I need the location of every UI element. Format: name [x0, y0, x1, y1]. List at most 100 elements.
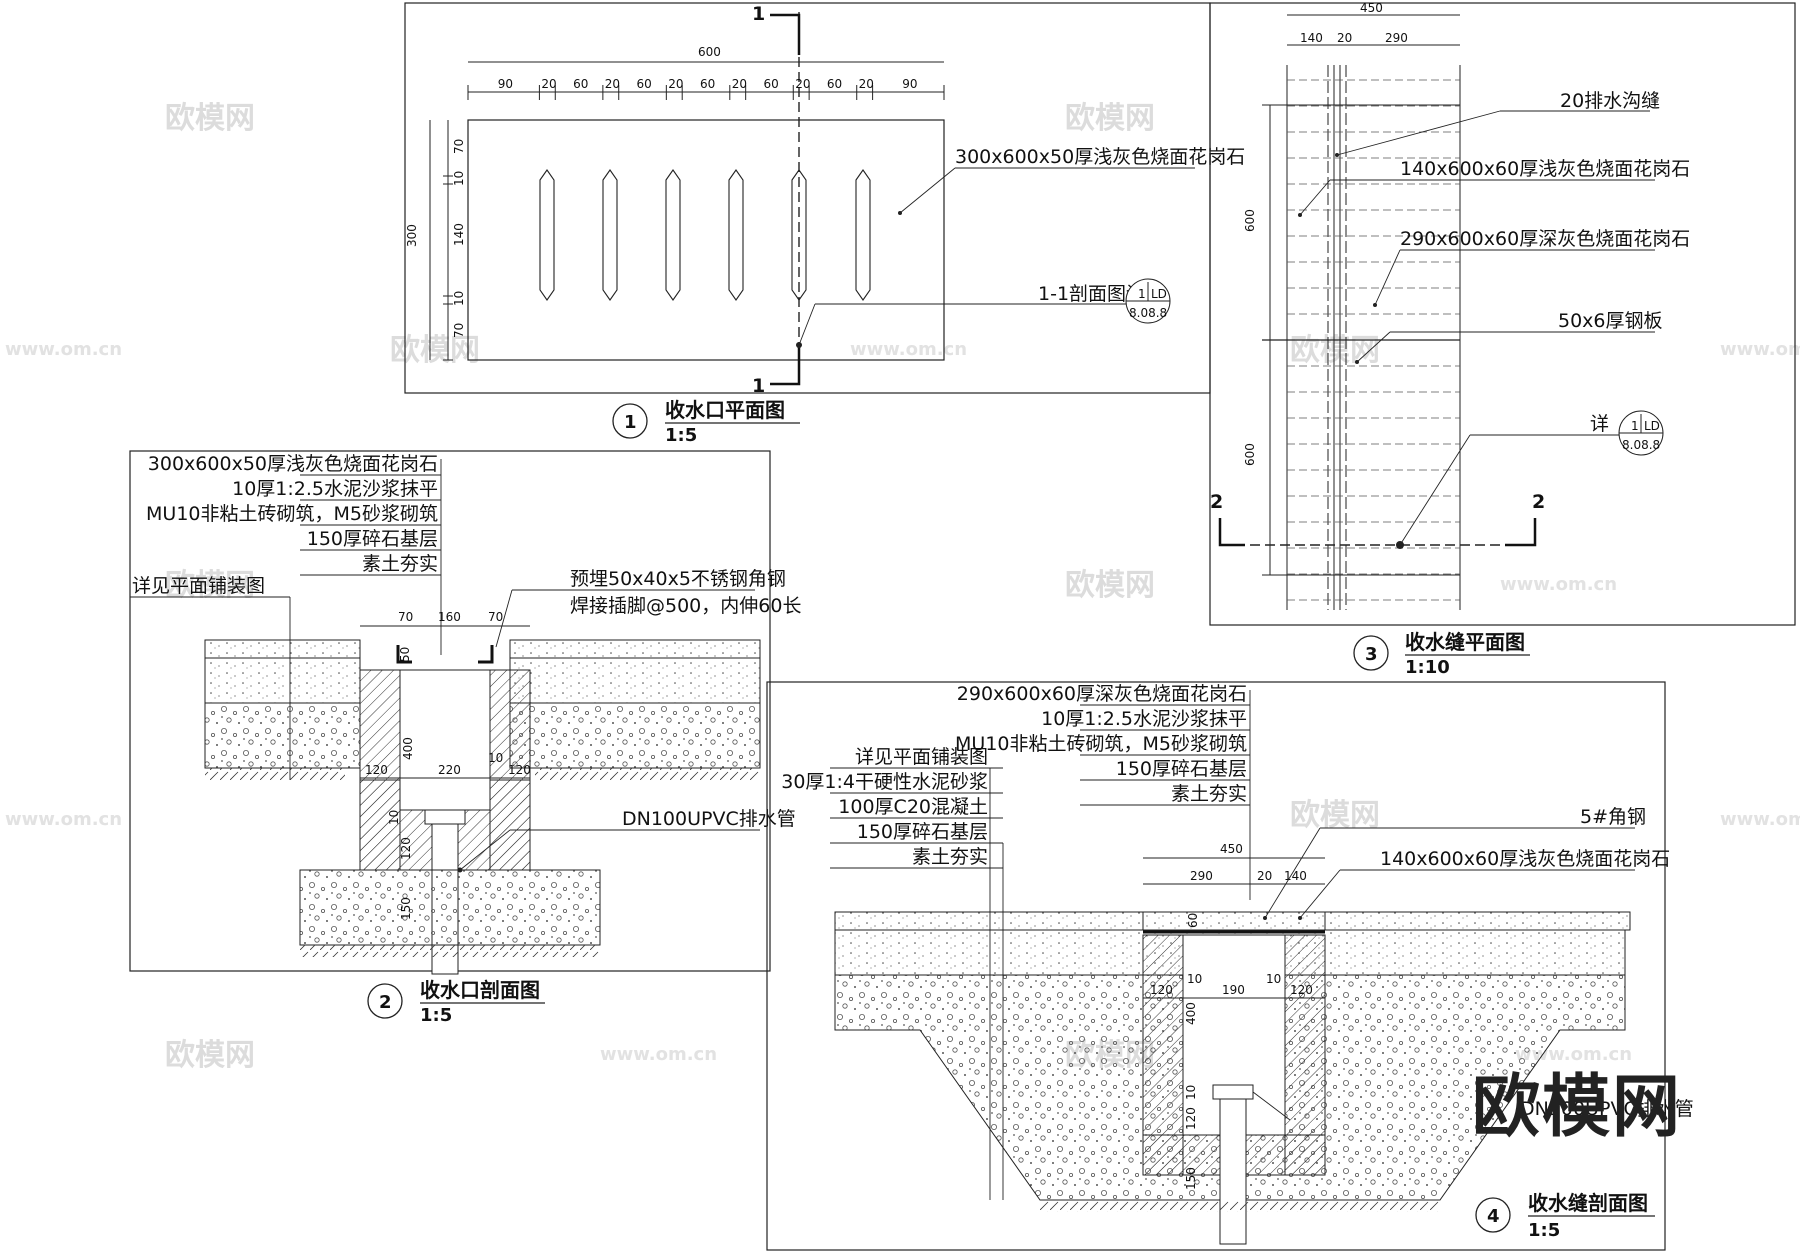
label-angle-2: 焊接插脚@500，内伸60长	[570, 595, 801, 617]
label-stone: 300x600x50厚浅灰色烧面花岗石	[955, 146, 1245, 168]
dim-tick-label: 20	[859, 77, 874, 91]
dim-total: 450	[1360, 1, 1383, 15]
layer-label: MU10非粘土砖砌筑，M5砂浆砌筑	[146, 503, 438, 525]
drawing-scale: 1:5	[1528, 1220, 1560, 1241]
svg-text:60: 60	[1186, 913, 1200, 928]
dim-tick-label: 70	[452, 323, 466, 338]
watermark: 欧模网	[165, 1038, 255, 1073]
dim-tick-label: 20	[732, 77, 747, 91]
dim-tick-label: 60	[573, 77, 588, 91]
label-pipe: DN100UPVC排水管	[1520, 1098, 1694, 1120]
dim-tick-label: 60	[700, 77, 715, 91]
layer-label: 290x600x60厚深灰色烧面花岗石	[957, 683, 1247, 705]
dim-tick-label: 140	[452, 223, 466, 246]
svg-text:70: 70	[398, 610, 413, 624]
drawing-scale: 1:5	[665, 425, 697, 446]
svg-text:120: 120	[1184, 1107, 1198, 1130]
svg-text:2: 2	[1532, 491, 1545, 513]
label-detail: 详	[1590, 413, 1609, 435]
dim-tick-label: 60	[637, 77, 652, 91]
dim-tick-label: 20	[541, 77, 556, 91]
svg-text:1: 1	[1631, 419, 1639, 433]
layer-labels-right: 290x600x60厚深灰色烧面花岗石 10厚1:2.5水泥沙浆抹平 MU10非粘土…	[955, 683, 1250, 806]
layer-label: 300x600x50厚浅灰色烧面花岗石	[148, 453, 438, 475]
dim-tick-label: 90	[498, 77, 513, 91]
svg-text:450: 450	[1220, 842, 1243, 856]
svg-text:2: 2	[1210, 491, 1223, 513]
layer-label: 150厚碎石基层	[1116, 758, 1247, 780]
section-2-drain-inlet: 300x600x50厚浅灰色烧面花岗石10厚1:2.5水泥沙浆抹平MU10非粘土…	[129, 450, 801, 1026]
layer-label: 素土夯实	[362, 553, 438, 575]
svg-text:50: 50	[398, 647, 412, 662]
svg-text:290: 290	[1190, 869, 1213, 883]
layer-label-left: 150厚碎石基层	[857, 821, 988, 843]
drawing-scale: 1:5	[420, 1005, 452, 1026]
brand-logo: 欧模网	[1472, 1068, 1682, 1147]
svg-text:1: 1	[1138, 287, 1146, 301]
dim-tick-label: 10	[452, 171, 466, 186]
dim-tick-label: 70	[452, 139, 466, 154]
svg-text:140: 140	[1284, 869, 1307, 883]
label-angle-1: 预埋50x40x5不锈钢角钢	[570, 568, 786, 590]
svg-text:220: 220	[438, 763, 461, 777]
svg-text:400: 400	[401, 737, 415, 760]
layer-labels-left: 详见平面铺装图30厚1:4干硬性水泥砂浆100厚C20混凝土150厚碎石基层素土…	[781, 746, 1003, 869]
dim-tick-label: 20	[668, 77, 683, 91]
dim-tick-label: 20	[605, 77, 620, 91]
svg-text:290: 290	[1385, 31, 1408, 45]
svg-text:150: 150	[1184, 1167, 1198, 1190]
layer-label-left: 30厚1:4干硬性水泥砂浆	[781, 771, 988, 793]
watermark-url: www.om.cn	[1720, 339, 1800, 360]
svg-text:LD: LD	[1151, 287, 1167, 301]
dim-tick-label: 60	[763, 77, 778, 91]
layer-label: 素土夯实	[1171, 783, 1247, 805]
watermark-url: www.om.cn	[600, 1044, 717, 1065]
svg-text:120: 120	[1290, 983, 1313, 997]
svg-text:10: 10	[1266, 972, 1281, 986]
svg-text:120: 120	[399, 837, 413, 860]
dim-tick-label: 10	[452, 291, 466, 306]
section-mark-label: 1	[752, 3, 765, 25]
watermark: 欧模网	[1290, 333, 1380, 368]
dim-tick-label: 20	[795, 77, 810, 91]
layer-label-left: 详见平面铺装图	[855, 746, 988, 768]
drawing-title: 收水缝剖面图	[1528, 1191, 1648, 1215]
watermark-url: www.om.cn	[850, 339, 967, 360]
svg-text:2: 2	[379, 992, 392, 1013]
grate-outline	[467, 119, 945, 361]
watermark-url: www.om.cn	[1500, 574, 1617, 595]
svg-text:8.08.8: 8.08.8	[1129, 306, 1167, 320]
layer-label: 10厚1:2.5水泥沙浆抹平	[1041, 708, 1247, 730]
label-stone: 140x600x60厚浅灰色烧面花岗石	[1380, 848, 1670, 870]
svg-text:8.08.8: 8.08.8	[1622, 438, 1660, 452]
svg-text:120: 120	[508, 763, 531, 777]
watermark-url: www.om.cn	[5, 809, 122, 830]
watermark-url: www.om.cn	[5, 339, 122, 360]
layer-label: MU10非粘土砖砌筑，M5砂浆砌筑	[955, 733, 1247, 755]
watermark: 欧模网	[165, 101, 255, 136]
section-mark-label: 1	[752, 375, 765, 397]
svg-text:LD: LD	[1644, 419, 1660, 433]
svg-text:150: 150	[399, 897, 413, 920]
drawing-scale: 1:10	[1405, 657, 1450, 678]
grate-slots	[539, 169, 871, 301]
svg-text:70: 70	[488, 610, 503, 624]
svg-text:20: 20	[1337, 31, 1352, 45]
svg-text:190: 190	[1222, 983, 1245, 997]
frame	[766, 681, 1666, 1251]
svg-text:20: 20	[1257, 869, 1272, 883]
layer-label-left: 素土夯实	[912, 846, 988, 868]
watermark: 欧模网	[1290, 798, 1380, 833]
label-slot: 20排水沟缝	[1560, 90, 1660, 112]
watermark: 欧模网	[390, 333, 480, 368]
label-dark-stone: 290x600x60厚深灰色烧面花岗石	[1400, 228, 1690, 250]
watermark-url: www.om.cn	[1720, 809, 1800, 830]
dim-height-total: 300	[405, 224, 419, 247]
layer-labels: 300x600x50厚浅灰色烧面花岗石10厚1:2.5水泥沙浆抹平MU10非粘土…	[146, 453, 441, 576]
detail-ref-bubble: 1 LD 8.08.8	[1618, 410, 1664, 456]
layer-label: 150厚碎石基层	[307, 528, 438, 550]
